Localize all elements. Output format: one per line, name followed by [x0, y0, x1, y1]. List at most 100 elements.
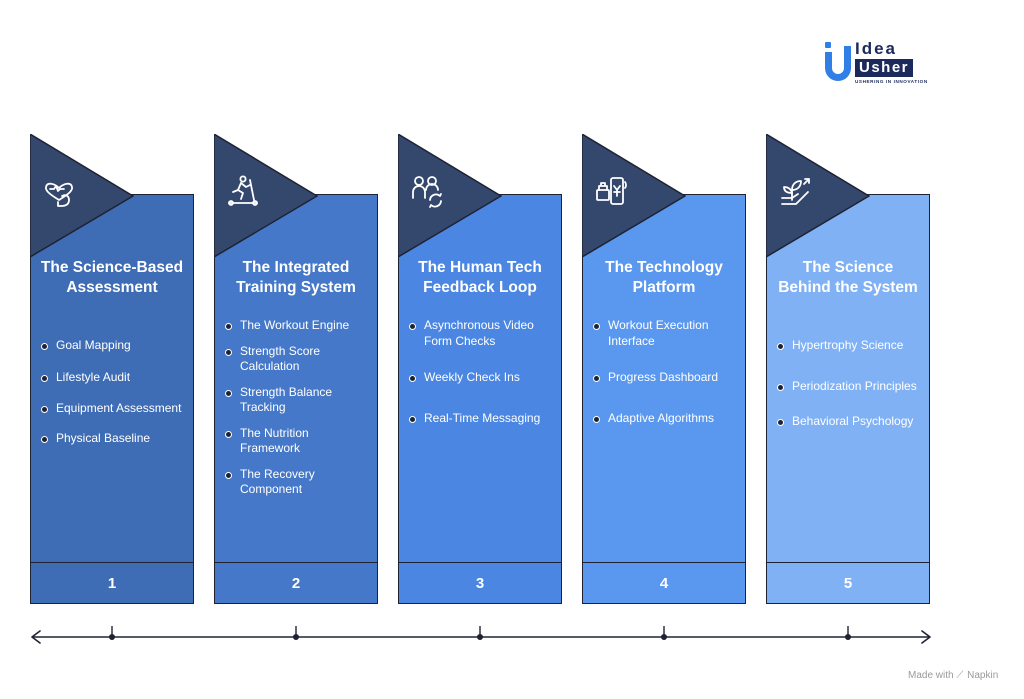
list-item: Hypertrophy Science: [776, 338, 924, 354]
card-header-triangle: [398, 134, 502, 258]
list-item: Goal Mapping: [40, 338, 188, 354]
list-item: Workout Execution Interface: [592, 318, 740, 349]
stage-card-3: 3 The Human Tech Feedback Loop Asynchron…: [398, 134, 562, 604]
bullet-icon: [41, 406, 48, 413]
card-item-list: Goal Mapping Lifestyle Audit Equipment A…: [40, 338, 188, 462]
card-item-list: The Workout Engine Strength Score Calcul…: [224, 318, 372, 514]
bullet-icon: [777, 343, 784, 350]
card-title: The Human Tech Feedback Loop: [418, 259, 542, 296]
list-item-text: Adaptive Algorithms: [608, 410, 715, 425]
bullet-icon: [409, 415, 416, 423]
list-item: Adaptive Algorithms: [592, 411, 740, 427]
list-item-text: Periodization Principles: [792, 378, 917, 393]
list-item: The Recovery Component: [224, 467, 372, 498]
bullet-icon: [225, 389, 232, 397]
heart-flex-icon: [45, 182, 73, 207]
card-header-triangle: [214, 134, 318, 258]
list-item-text: Real-Time Messaging: [424, 410, 541, 425]
timeline-markers: [109, 626, 851, 640]
list-item-text: Progress Dashboard: [608, 370, 719, 384]
card-title: The Science Behind the System: [778, 259, 918, 296]
list-item-text: Workout Execution Interface: [608, 318, 709, 348]
logo-u-icon: [825, 42, 851, 81]
list-item: The Nutrition Framework: [224, 426, 372, 457]
stage-card-1: 1 The Science-Based Assessment Goal Mapp…: [30, 134, 194, 604]
list-item-text: Lifestyle Audit: [56, 369, 131, 384]
bullet-icon: [777, 419, 784, 426]
treadmill-icon: [228, 175, 258, 206]
card-body: [582, 194, 746, 563]
bullet-icon: [409, 323, 416, 330]
list-item: Strength Balance Tracking: [224, 385, 372, 416]
bullet-icon: [225, 471, 232, 479]
list-item: Weekly Check Ins: [408, 370, 556, 386]
card-title: The Integrated Training System: [236, 259, 356, 296]
bullet-icon: [41, 435, 48, 443]
made-with-napkin: Made with ⟋ Napkin: [908, 670, 998, 681]
list-item: The Workout Engine: [224, 318, 372, 334]
timeline-axis: [31, 626, 931, 644]
card-number: 4: [582, 562, 746, 604]
card-item-list: Hypertrophy Science Periodization Princi…: [776, 338, 924, 446]
bullet-icon: [41, 343, 48, 350]
list-item: Equipment Assessment: [40, 401, 188, 417]
bullet-icon: [777, 383, 784, 391]
people-sync-icon: [412, 176, 442, 208]
bullet-icon: [41, 374, 48, 382]
list-item-text: The Workout Engine: [240, 318, 350, 332]
list-item: Real-Time Messaging: [408, 411, 556, 427]
card-body: [30, 194, 194, 563]
card-title: The Technology Platform: [605, 259, 723, 296]
card-body: [398, 194, 562, 563]
list-item-text: Weekly Check Ins: [424, 370, 520, 384]
list-item: Behavioral Psychology: [776, 414, 924, 430]
bullet-icon: [225, 323, 232, 330]
list-item-text: Strength Score Calculation: [240, 343, 321, 374]
stage-card-2: 2 The Integrated Training System The Wor…: [214, 134, 378, 604]
card-item-list: Workout Execution Interface Progress Das…: [592, 318, 740, 442]
list-item: Asynchronous Video Form Checks: [408, 318, 556, 349]
card-number: 1: [30, 562, 194, 604]
list-item-text: Asynchronous Video Form Checks: [424, 318, 534, 348]
card-number: 5: [766, 562, 930, 604]
card-header-triangle: [582, 134, 686, 258]
bullet-icon: [593, 415, 600, 423]
list-item-text: Behavioral Psychology: [792, 414, 914, 428]
phone-payment-icon: [596, 177, 627, 205]
list-item: Progress Dashboard: [592, 370, 740, 386]
list-item: Periodization Principles: [776, 379, 924, 395]
napkin-brand-text: Napkin: [967, 670, 999, 681]
list-item-text: Goal Mapping: [56, 338, 131, 352]
bullet-icon: [409, 375, 416, 382]
card-number: 2: [214, 562, 378, 604]
bullet-icon: [593, 375, 600, 382]
list-item: Lifestyle Audit: [40, 370, 188, 386]
card-title: The Science-Based Assessment: [40, 259, 184, 296]
logo-bottom-text: Usher: [855, 59, 914, 77]
bullet-icon: [225, 348, 232, 356]
card-body: [766, 194, 930, 563]
stage-card-5: 5 The Science Behind the System Hypertro…: [766, 134, 930, 604]
card-body: [214, 194, 378, 563]
card-header-triangle: [766, 134, 870, 258]
card-number: 3: [398, 562, 562, 604]
plant-growth-icon: [781, 178, 810, 205]
made-with-text: Made with: [908, 670, 954, 681]
list-item-text: Physical Baseline: [56, 430, 151, 445]
card-item-list: Asynchronous Video Form Checks Weekly Ch…: [408, 318, 556, 442]
idea-usher-logo: Idea Usher USHERING IN INNOVATION: [824, 40, 934, 88]
list-item-text: The Recovery Component: [240, 466, 315, 497]
bullet-icon: [593, 323, 600, 330]
bullet-icon: [225, 430, 232, 438]
logo-tagline: USHERING IN INNOVATION: [855, 79, 928, 84]
stage-card-4: 4 The Technology Platform Workout Execut…: [582, 134, 746, 604]
list-item-text: Hypertrophy Science: [792, 338, 904, 352]
list-item-text: Equipment Assessment: [56, 401, 182, 415]
list-item: Physical Baseline: [40, 431, 188, 447]
napkin-logo-icon: ⟋: [956, 670, 964, 681]
list-item-text: Strength Balance Tracking: [240, 384, 333, 415]
list-item: Strength Score Calculation: [224, 344, 372, 375]
card-header-triangle: [30, 134, 134, 258]
logo-top-text: Idea: [855, 39, 898, 58]
list-item-text: The Nutrition Framework: [240, 425, 309, 456]
